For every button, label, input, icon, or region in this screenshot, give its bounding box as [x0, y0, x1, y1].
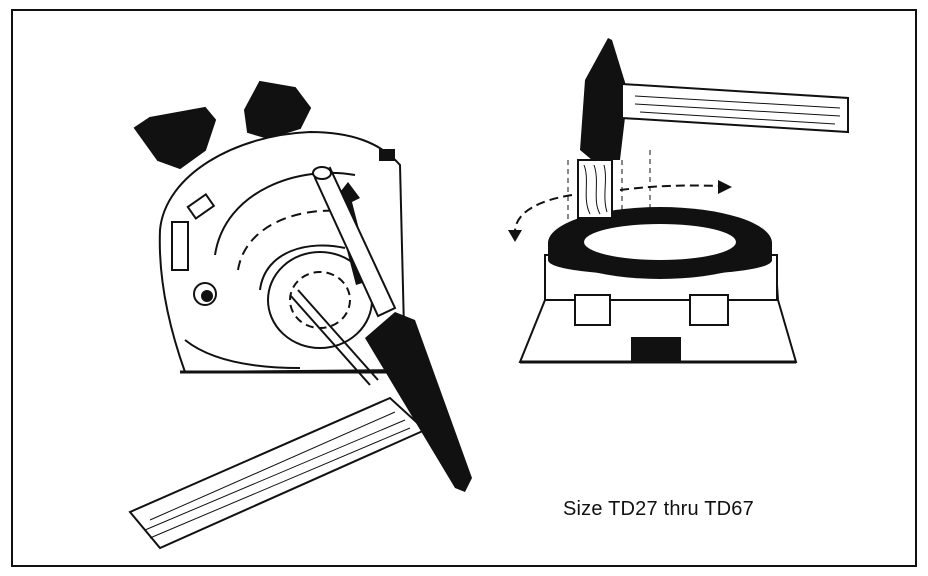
figure-caption: Size TD27 thru TD67 — [563, 498, 754, 520]
ring-icon — [548, 207, 772, 279]
rotation-arrow-icon — [508, 180, 732, 242]
drift-pin-icon — [289, 166, 397, 386]
wood-block-icon — [567, 150, 651, 220]
hub-assembly-icon — [133, 80, 410, 374]
hammer-icon — [580, 38, 849, 160]
hammer-icon — [128, 312, 472, 550]
base-housing-icon — [518, 254, 798, 364]
